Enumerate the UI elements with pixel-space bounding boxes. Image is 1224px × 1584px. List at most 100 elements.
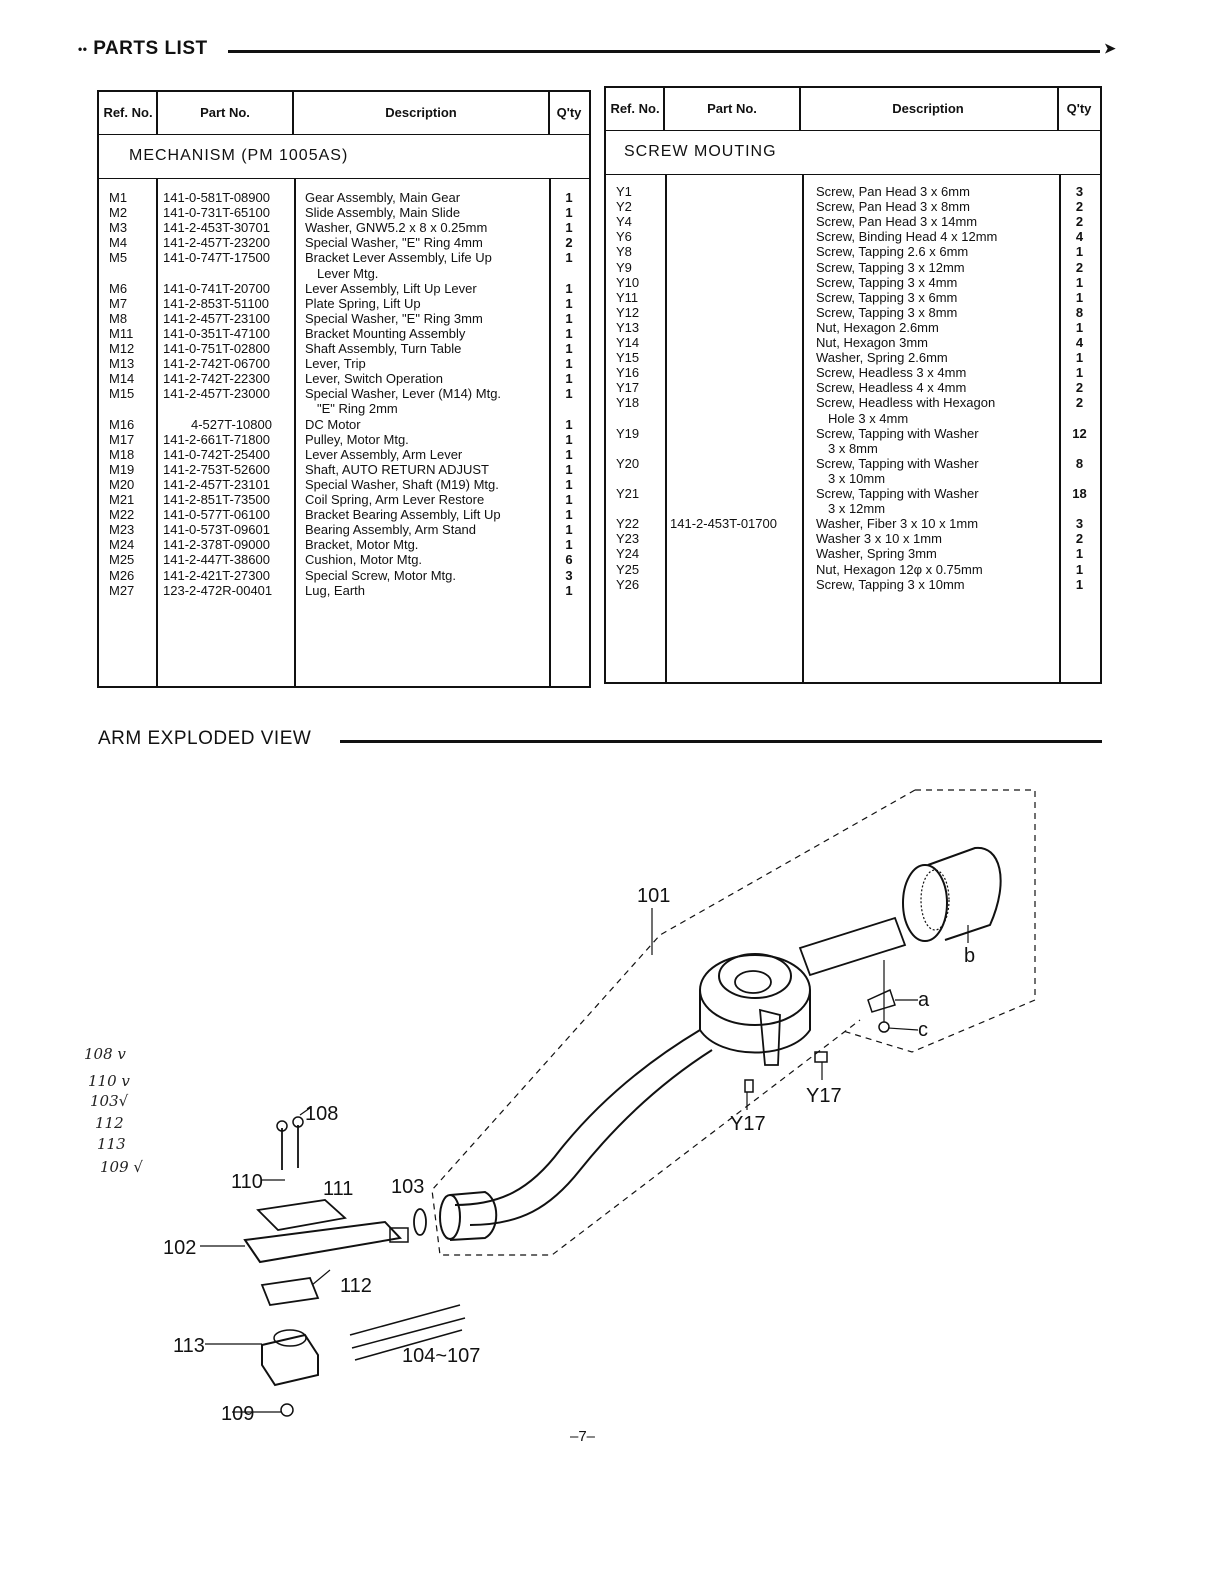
cell-qty: 1 (1075, 561, 1084, 577)
cell-desc: Gear Assembly, Main Gear (305, 190, 461, 205)
cell-ref: Y18 (616, 395, 640, 411)
cell-part: 141-2-457T-23000 (163, 386, 270, 402)
cell-qty: 1 (565, 356, 573, 372)
cell-desc: Screw, Tapping with Washer (816, 455, 979, 471)
cell-qty: 8 (1075, 304, 1084, 320)
cell-qty: 1 (565, 431, 573, 447)
page-number: –7– (570, 1428, 596, 1445)
handwritten-note: 103√ (90, 1092, 129, 1110)
part-c (878, 1021, 890, 1033)
header-desc: Description (385, 105, 457, 120)
y17-screw (814, 1051, 828, 1063)
cell-desc: Washer 3 x 10 x 1mm (816, 531, 942, 547)
cell-qty: 1 (565, 507, 573, 523)
screw-group-title: SCREW MOUTING (606, 130, 1100, 175)
cell-desc: Coil Spring, Arm Lever Restore (305, 492, 485, 507)
cell-desc: Nut, Hexagon 3mm (816, 335, 928, 350)
headshell-connector (413, 1190, 498, 1241)
cell-desc: Screw, Headless with Hexagon (816, 395, 996, 411)
cell-qty: 2 (565, 235, 573, 251)
y17-screw (744, 1079, 754, 1093)
pivot-cap (734, 970, 772, 994)
cell-desc: Washer, Spring 3mm (816, 546, 937, 562)
cell-ref: M21 (109, 492, 135, 507)
cell-desc: "E" Ring 2mm (317, 401, 398, 417)
header-part: Part No. (200, 105, 250, 120)
cell-qty: 1 (1075, 576, 1084, 592)
cell-part: 141-0-731T-65100 (163, 205, 270, 221)
cell-ref: M2 (109, 205, 128, 221)
handwritten-note: 112 (95, 1114, 124, 1132)
cell-part: 141-0-742T-25400 (163, 446, 270, 462)
cell-desc: Washer, Fiber 3 x 10 x 1mm (816, 516, 979, 532)
cell-ref: M19 (109, 461, 135, 477)
cell-ref: Y22 (616, 516, 640, 532)
cell-part: 141-2-421T-27300 (163, 567, 270, 583)
cell-part: 141-0-351T-47100 (163, 325, 270, 341)
cell-part: 141-2-742T-06700 (163, 356, 270, 372)
cell-desc: Bracket Lever Assembly, Life Up (305, 250, 492, 266)
cell-ref: Y10 (616, 274, 640, 290)
cell-desc: Bearing Assembly, Arm Stand (305, 522, 477, 538)
cell-desc: Lug, Earth (305, 582, 365, 598)
header-qty: Q'ty (1066, 101, 1092, 116)
cell-ref: Y19 (616, 425, 640, 441)
cell-qty: 1 (565, 295, 573, 311)
cell-ref: M18 (109, 446, 135, 462)
arm-tube (454, 1029, 701, 1206)
col-divider (549, 178, 551, 686)
cell-desc: 3 x 8mm (828, 440, 878, 456)
label-102: 102 (163, 1237, 196, 1259)
cell-desc: Screw, Headless 4 x 4mm (816, 380, 967, 396)
cell-qty: 1 (565, 250, 573, 266)
cell-qty: 1 (1075, 289, 1084, 305)
cell-part: 141-2-457T-23200 (163, 235, 270, 251)
cell-desc: Screw, Tapping 3 x 12mm (816, 259, 965, 275)
cell-desc: Lever Assembly, Lift Up Lever (305, 280, 477, 296)
rear-shaft (798, 916, 907, 977)
col-divider (294, 178, 296, 686)
label-101: 101 (637, 885, 670, 907)
cell-desc: 3 x 10mm (828, 470, 886, 486)
label-112: 112 (340, 1275, 372, 1297)
cell-part: 141-2-457T-23100 (163, 310, 270, 326)
cell-part: 141-2-753T-52600 (163, 461, 270, 477)
cell-desc: Screw, Tapping 3 x 4mm (816, 274, 958, 290)
part-a (867, 988, 896, 1013)
headshell (243, 1199, 409, 1264)
pivot-housing (699, 954, 811, 1026)
cell-qty: 1 (565, 386, 573, 402)
cell-desc: Screw, Headless 3 x 4mm (816, 365, 967, 381)
cell-ref: M23 (109, 522, 135, 538)
label-110: 110 (231, 1171, 263, 1193)
cell-qty: 1 (565, 446, 573, 462)
cell-part: 123-2-472R-00401 (163, 582, 273, 598)
parts-list-title: •• PARTS LIST (78, 38, 208, 59)
cell-ref: Y23 (616, 531, 640, 547)
cell-qty: 2 (1075, 259, 1084, 275)
cell-qty: 1 (565, 325, 573, 341)
label-113: 113 (173, 1335, 205, 1357)
cell-ref: Y14 (616, 335, 640, 350)
cell-qty: 2 (1075, 531, 1084, 547)
cell-qty: 2 (1075, 199, 1084, 215)
cell-qty: 1 (565, 461, 573, 477)
cell-qty: 1 (1075, 244, 1084, 260)
cell-desc: Screw, Tapping 3 x 10mm (816, 576, 965, 592)
cell-ref: Y16 (616, 365, 640, 381)
header-ref: Ref. No. (103, 105, 153, 120)
cell-desc: Plate Spring, Lift Up (305, 295, 421, 311)
cell-ref: Y24 (616, 546, 640, 562)
cell-desc: Bracket Bearing Assembly, Lift Up (305, 507, 501, 523)
cell-ref: M26 (109, 567, 135, 583)
nut-109 (280, 1403, 294, 1417)
cell-qty: 1 (1075, 319, 1084, 335)
cell-qty: 3 (1075, 184, 1084, 199)
label-b: b (964, 945, 975, 967)
cell-desc: Special Washer, Shaft (M19) Mtg. (305, 476, 499, 492)
cell-part: 141-2-661T-71800 (163, 431, 270, 447)
col-divider (548, 92, 550, 134)
cell-qty: 1 (1075, 365, 1084, 381)
pivot-top (718, 953, 792, 999)
cell-ref: M13 (109, 356, 135, 372)
